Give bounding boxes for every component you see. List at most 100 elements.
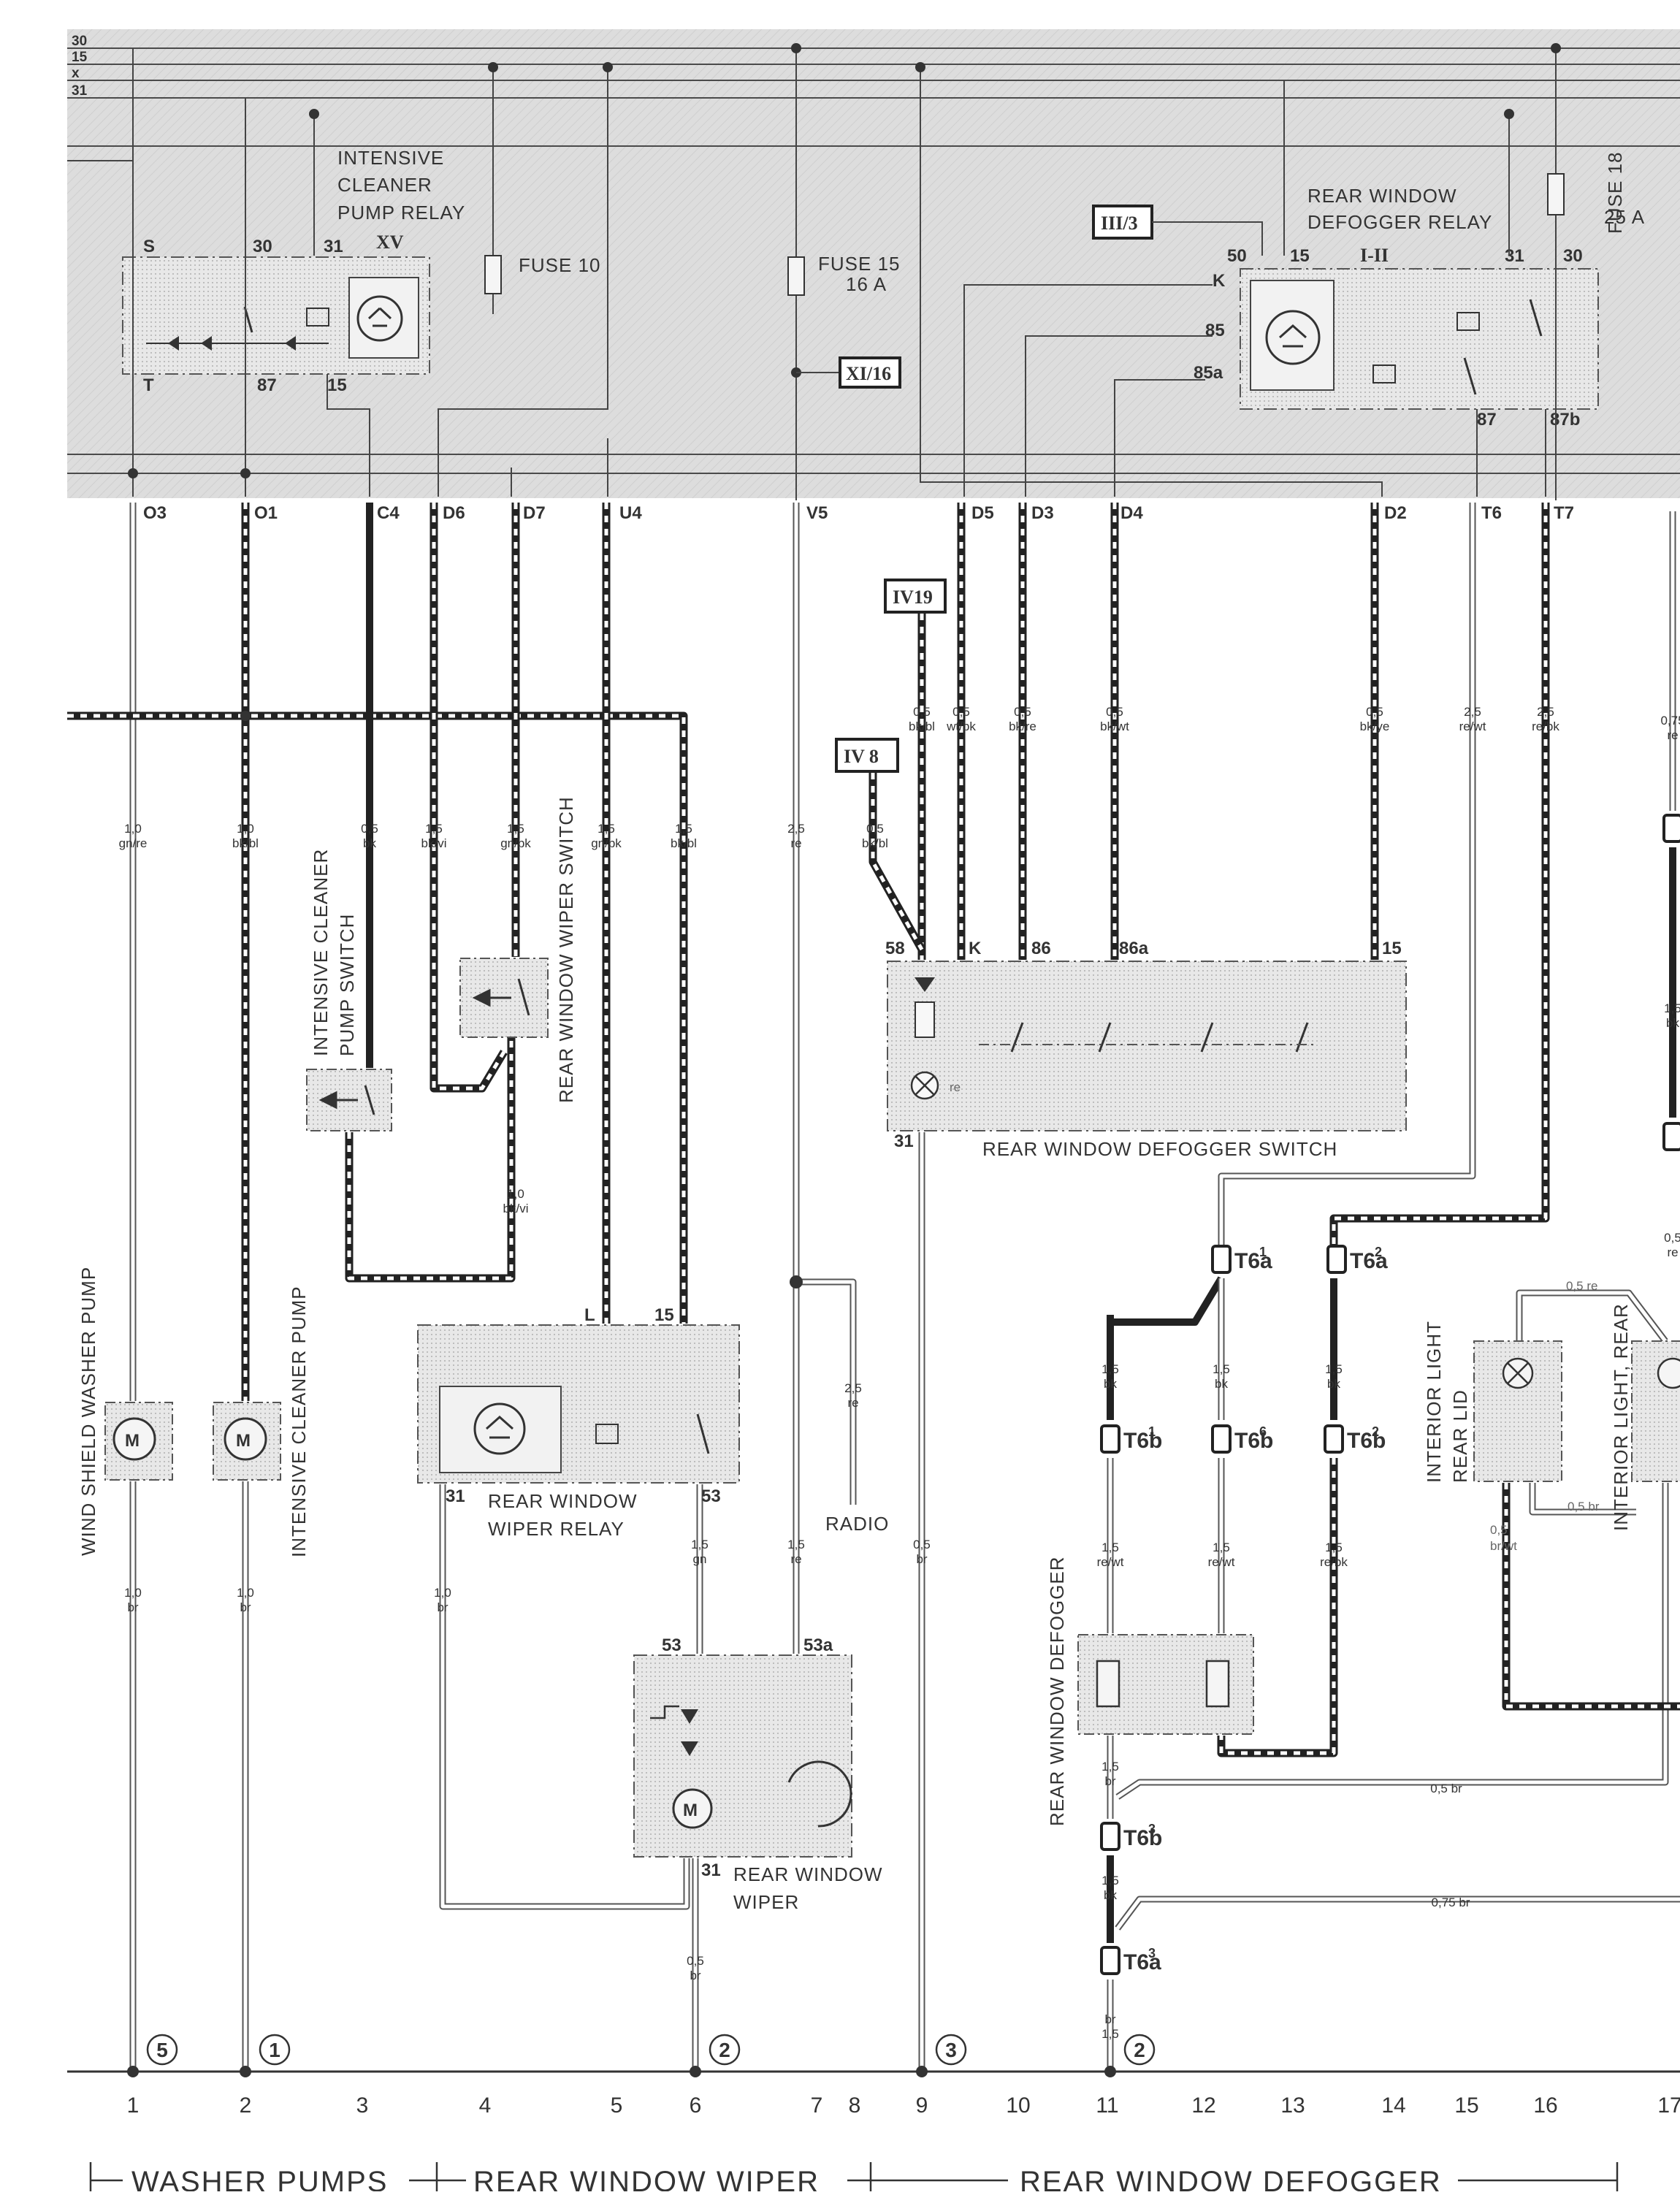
wire-label-w7-1: bk/bl [671, 836, 697, 850]
ground-number-1: 1 [269, 2039, 280, 2061]
fuse-18-label: FUSE 18 [1604, 152, 1626, 234]
wire-label-w23-1: br [240, 1600, 251, 1614]
lamp-wire-label-b: 0,5 br [1568, 1500, 1600, 1513]
intensive-relay-pin-31: 31 [324, 237, 343, 256]
int-light-lid-title-1: INTERIOR LIGHT [1423, 1321, 1445, 1483]
wire-lamp-switch-stripe [1504, 1483, 1680, 1709]
rear-window-wiper-motor [633, 1654, 852, 1858]
intensive-relay-pin-t: T [143, 375, 154, 395]
ground-number-0: 5 [156, 2039, 168, 2061]
ref-iii3-box [1092, 205, 1153, 240]
column-number-10: 10 [1006, 2093, 1030, 2118]
terminal-d2: D2 [1384, 503, 1407, 523]
defogger-switch-pin-58: 58 [885, 939, 905, 958]
intensive-relay-title-3: PUMP RELAY [337, 202, 465, 224]
ref-iv19-box [884, 579, 947, 614]
ground-dot-2 [690, 2066, 701, 2077]
terminal-c4: C4 [377, 503, 400, 523]
wiper-pin-53a: 53a [803, 1635, 833, 1655]
defogger-relay-pin-87b: 87b [1550, 410, 1580, 430]
terminal-v5: V5 [806, 503, 828, 523]
ref-xi16: XI/16 [846, 363, 891, 384]
column-number-13: 13 [1280, 2093, 1305, 2118]
wire-label-w22-0: 1,0 [124, 1586, 142, 1600]
connector-t6a1-body [1211, 1245, 1232, 1274]
column-number-11: 11 [1096, 2093, 1118, 2118]
wiper-relay-pin-15: 15 [654, 1305, 674, 1325]
wire-relay31-wiper31-core [440, 1484, 689, 1909]
panel-wire-iii3 [1152, 221, 1263, 256]
wire-radio-core [796, 1280, 855, 1505]
wire-lamp-feed [1516, 1289, 1668, 1343]
wire-label-w15-1: re/wt [1459, 719, 1486, 733]
intensive-switch-title-2: PUMP SWITCH [336, 914, 358, 1056]
defogger-switch-pin-86: 86 [1031, 939, 1051, 958]
column-number-1: 1 [127, 2093, 140, 2118]
column-number-4: 4 [479, 2093, 492, 2118]
interior-light-rear-lamp [1657, 1357, 1680, 1389]
wire-label-w26-0: 1,5 [1101, 1362, 1119, 1376]
wiper-relay-title-1: REAR WINDOW [488, 1490, 638, 1512]
ref-iv19: IV19 [893, 587, 933, 608]
wire-label-w21-1: br [916, 1552, 927, 1566]
fuse-15 [787, 48, 901, 500]
ref-iii3: III/3 [1101, 213, 1138, 234]
wire-label-w32-1: br [1104, 1774, 1115, 1788]
wire-label-w8-0: 2,5 [787, 822, 805, 836]
ground-dot-3 [916, 2066, 928, 2077]
column-number-8: 8 [849, 2093, 861, 2118]
wiper-title-1: REAR WINDOW [733, 1863, 883, 1885]
panel-wire-d2 [920, 67, 1383, 497]
defogger-relay-pin-30: 30 [1563, 246, 1583, 266]
wire-lamp-feed-core [1517, 1291, 1667, 1343]
wire-label-w31-1: re/bk [1320, 1555, 1348, 1569]
radio-label: RADIO [825, 1513, 889, 1535]
wire-lamp-br-core [1530, 1483, 1636, 1514]
wire-label-w14-0: 0,5 [1366, 705, 1383, 719]
wire-label-w32-0: 1,5 [1101, 1760, 1119, 1774]
wire-label-w16-0: 2,5 [1537, 705, 1554, 719]
defogger-relay-pin-15: 15 [1290, 246, 1310, 266]
defogger-relay-id: I-II [1360, 245, 1389, 266]
ground-dot-0 [127, 2066, 139, 2077]
wire-label-w28-0: 1,5 [1325, 1362, 1343, 1376]
defogger-heater-2 [1205, 1660, 1230, 1708]
rear-defogger-title: REAR WINDOW DEFOGGER [1046, 1556, 1068, 1826]
wire-lamp-gnd-2 [1115, 1896, 1680, 1931]
wire-bus-bkbl [67, 711, 688, 1324]
rear-window-defogger-relay [1240, 268, 1599, 410]
wire-label-w27-0: 1,5 [1213, 1362, 1230, 1376]
wire-iv8-58 [868, 773, 925, 952]
defogger-switch-pin-k: K [969, 939, 982, 958]
connector-t6b2-label: T6b [1347, 1429, 1386, 1453]
connector-t6b1-body [1100, 1424, 1120, 1454]
wire-label-w1-0: 1,0 [124, 822, 142, 836]
wire-label-w20-1: re [790, 1552, 801, 1566]
cleaner-pump-title: INTENSIVE CLEANER PUMP [288, 1286, 310, 1557]
section-rear-window-wiper: REAR WINDOW WIPER [473, 2166, 820, 2191]
wire-label-w37-0: 0,75 [1660, 714, 1680, 728]
terminal-d3: D3 [1031, 503, 1054, 523]
ground-number-2: 2 [719, 2039, 730, 2061]
washer-pump-motor [112, 1417, 156, 1461]
int-light-rear-title: INTERIOR LIGHT, REAR [1610, 1303, 1632, 1531]
washer-pump-symbol: M [125, 1431, 140, 1451]
wire-label-w28-1: bk [1327, 1377, 1340, 1391]
terminal-o1: O1 [254, 503, 278, 523]
fuse-18 [1547, 48, 1565, 500]
int-light-lid-title-2: REAR LID [1449, 1389, 1471, 1483]
lamp-wire-label-a: 0,5 re [1566, 1279, 1597, 1293]
connector-t6b1-pin: 1 [1148, 1424, 1156, 1439]
wire-t6b2-def-stripe [1219, 1458, 1336, 1755]
wire-label-w15-0: 2,5 [1464, 705, 1481, 719]
defogger-relay-pin-87: 87 [1477, 410, 1497, 430]
defogger-relay-pin-50: 50 [1227, 246, 1247, 266]
rear-wiper-switch-title: REAR WINDOW WIPER SWITCH [555, 796, 577, 1103]
wire-label-w34-0: 1,5 [1101, 1874, 1119, 1887]
wire-label-w21-0: 0,5 [913, 1538, 931, 1551]
wire-label-w36-1: 1,5 [1101, 2027, 1119, 2041]
column-number-17: 17 [1657, 2093, 1680, 2118]
wire-label-w3-0: 0,5 [361, 822, 378, 836]
defogger-switch-pin-15: 15 [1382, 939, 1402, 958]
